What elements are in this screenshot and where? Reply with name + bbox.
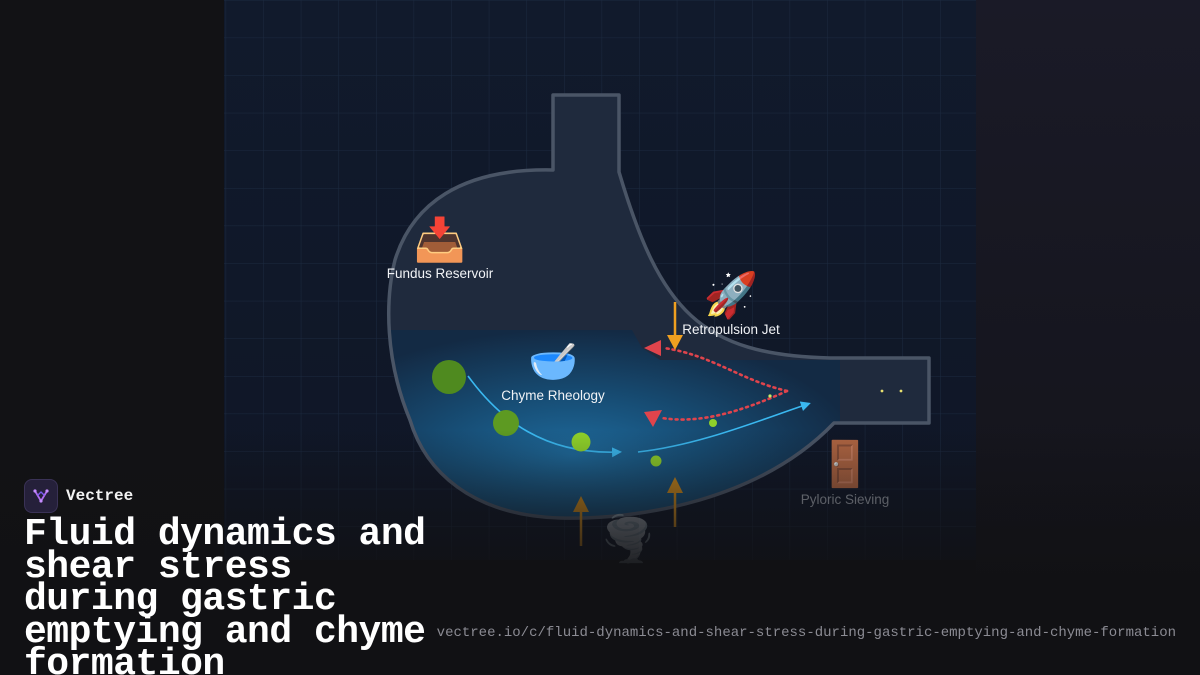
retropulsion-jet-label: Retropulsion Jet xyxy=(682,322,780,337)
fundus-reservoir-label: Fundus Reservoir xyxy=(386,266,494,281)
rocket-icon: 🚀 xyxy=(703,270,759,321)
particle-dot-c xyxy=(899,389,903,393)
jet-upper xyxy=(662,346,789,393)
bowl-with-spoon-icon: 🥣 xyxy=(528,339,578,385)
retropulsion-jets xyxy=(644,340,789,427)
particle-tiny xyxy=(650,455,662,467)
inbox-tray-icon: 📥 xyxy=(413,215,467,264)
particle-dot-a xyxy=(768,394,772,398)
vectree-logo-icon xyxy=(24,479,58,513)
source-url-link[interactable]: vectree.io/c/fluid-dynamics-and-shear-st… xyxy=(436,625,1176,641)
particle-dot-b xyxy=(880,389,884,393)
jet-lower-arrowhead xyxy=(644,410,662,427)
brand[interactable]: Vectree xyxy=(24,479,133,513)
jet-lower xyxy=(660,389,789,421)
brand-name: Vectree xyxy=(66,487,134,505)
particle-small xyxy=(571,432,591,452)
particle-large xyxy=(432,360,466,394)
contraction-arrowhead-top xyxy=(667,335,683,350)
page-title: Fluid dynamics and shear stress during g… xyxy=(24,513,426,675)
particle-medium xyxy=(493,410,519,436)
pyloric-sieving-label: Pyloric Sieving xyxy=(800,492,890,507)
jet-upper-arrowhead xyxy=(644,340,661,356)
tornado-icon: 🌪️ xyxy=(600,514,656,565)
particle-micro xyxy=(709,419,717,427)
chyme-rheology-label: Chyme Rheology xyxy=(501,388,605,403)
door-icon: 🚪 xyxy=(817,439,873,490)
